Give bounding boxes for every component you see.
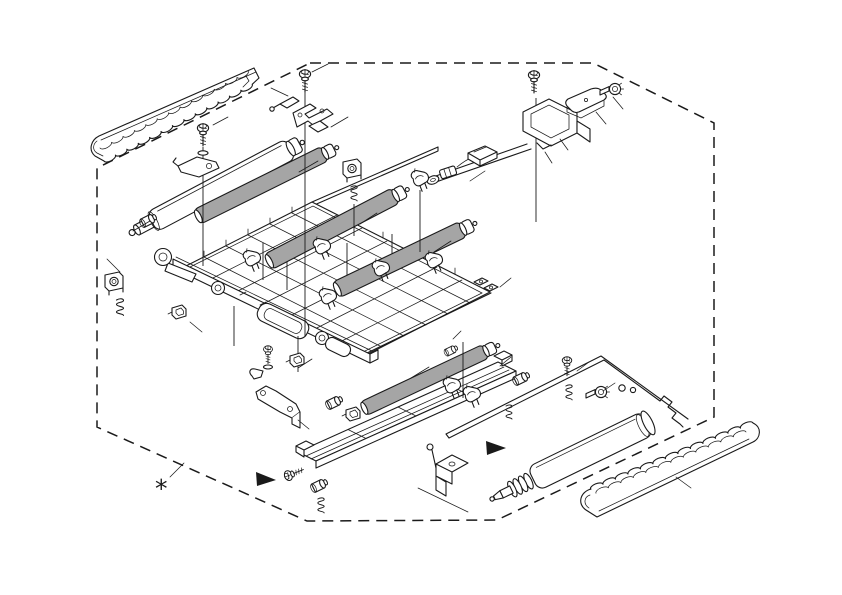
direction-arrow [256, 472, 276, 486]
chain-link [324, 336, 352, 358]
chassis-edge [417, 355, 689, 513]
leader-lines [106, 63, 692, 489]
dashed-boundary [96, 62, 715, 522]
feed-roller-1 [193, 143, 340, 224]
left-link-rail [153, 247, 379, 372]
chain-link [256, 302, 310, 340]
transport-grid-plate [181, 201, 499, 359]
back-frame-bar [311, 146, 439, 207]
footnote-asterisk: * [155, 474, 168, 503]
direction-arrow [486, 441, 506, 455]
screw-cluster-left [172, 123, 220, 178]
chassis-hole [629, 386, 637, 394]
top-right-bracket-cluster [426, 70, 625, 185]
z-bracket [292, 103, 334, 128]
support-posts [262, 234, 393, 290]
cover-plate [565, 87, 607, 119]
cable-clamp [279, 96, 300, 109]
lower-corrugated-guide [580, 421, 760, 518]
feed-roller-3 [332, 219, 478, 297]
feed-roller-2 [264, 185, 410, 269]
lever-sub-cluster [249, 345, 301, 429]
eye-link [153, 247, 197, 283]
upper-corrugated-guide [90, 67, 260, 163]
screw-cluster-z-bracket [269, 69, 334, 133]
washer [197, 150, 209, 156]
mount-bracket-arm [177, 156, 220, 178]
alignment-lines [202, 92, 537, 398]
chassis-hole [618, 384, 626, 392]
hook-link [249, 368, 264, 380]
pressure-roller [489, 410, 656, 502]
pin-bracket [426, 443, 469, 497]
plate-corner-tabs [473, 277, 499, 292]
washer [262, 364, 274, 370]
cable-connector [439, 145, 498, 180]
lower-feed-roller [360, 341, 501, 415]
